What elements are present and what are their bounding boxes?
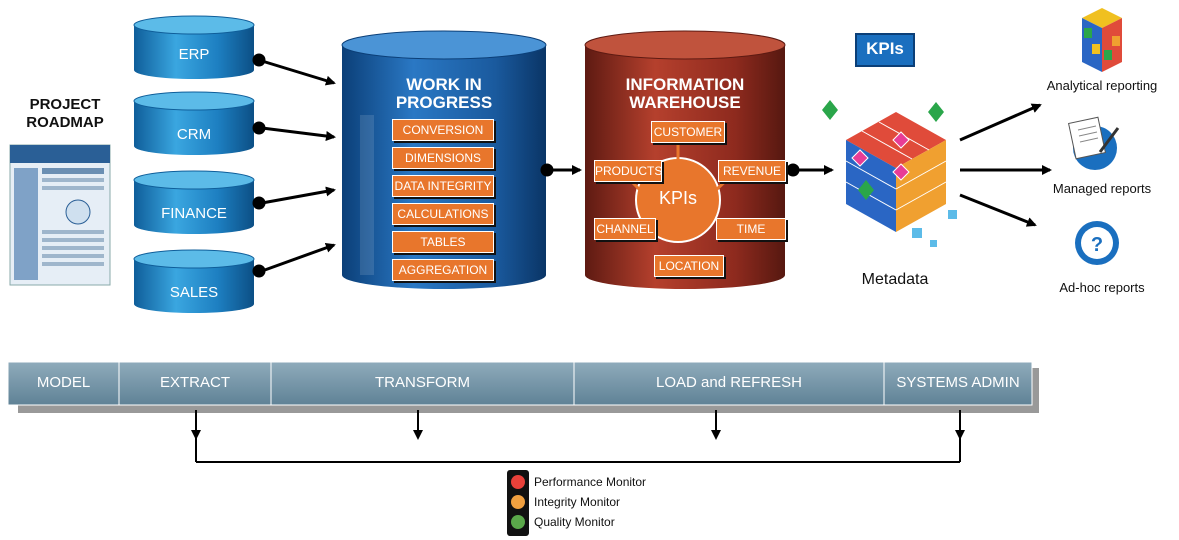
wip-step-data-integrity: DATA INTEGRITY [392,175,494,197]
phase-extract: EXTRACT [159,374,230,391]
managed-reports-icon [1067,116,1120,170]
wip-title-line1: WORK IN [406,75,482,94]
wip-step-dimensions: DIMENSIONS [392,147,494,169]
metadata-cube-icon [822,100,957,247]
phase-load-and-refresh: LOAD and REFRESH [656,374,802,391]
pipeline-connectors [540,163,834,177]
traffic-light-icon [507,470,529,536]
warehouse-dim-products: PRODUCTS [594,160,662,182]
warehouse-dim-channel: CHANNEL [594,218,656,240]
metadata-label: Metadata [861,271,929,288]
phase-bar [7,361,1039,413]
monitor-integrity: Integrity Monitor [534,495,621,509]
wip-title-line2: PROGRESS [395,93,493,112]
wip-step-conversion: CONVERSION [392,119,494,141]
roadmap-title-line2: ROADMAP [26,114,104,131]
output-managed-reports: Managed reports [1052,181,1152,196]
svg-text:?: ? [1091,234,1103,256]
warehouse-dim-location: LOCATION [654,255,724,277]
wip-step-calculations: CALCULATIONS [392,203,494,225]
output-arrows [959,103,1052,227]
wip-step-aggregation: AGGREGATION [392,259,494,281]
wip-title: WORK IN PROGRESS [342,76,546,112]
rubiks-cube-icon [1082,8,1122,72]
phase-systems-admin: SYSTEMS ADMIN [896,374,1020,391]
kpi-badge [855,33,915,67]
source-label-erp: ERP [178,46,210,63]
warehouse-title-line1: INFORMATION [625,75,745,94]
roadmap-document-image [9,144,111,286]
monitor-connectors [191,410,965,463]
monitor-performance: Performance Monitor [534,475,647,489]
warehouse-center-kpis: KPIs [658,188,697,208]
output-ad-hoc-reports: Ad-hoc reports [1059,280,1145,295]
source-label-sales: SALES [169,284,219,301]
roadmap-title: PROJECT ROADMAP [20,96,110,132]
monitor-quality: Quality Monitor [534,515,615,529]
warehouse-dim-revenue: REVENUE [718,160,786,182]
roadmap-title-line1: PROJECT [29,96,101,113]
source-cylinder-crm [133,91,255,155]
source-cylinder-sales [133,249,255,313]
warehouse-title: INFORMATION WAREHOUSE [585,76,785,112]
output-analytical-reporting: Analytical reporting [1046,78,1158,93]
phase-transform: TRANSFORM [375,374,470,391]
help-question-icon: ? [1075,221,1119,265]
wip-step-tables: TABLES [392,231,494,253]
source-label-finance: FINANCE [161,205,227,222]
warehouse-dim-customer: CUSTOMER [651,121,725,143]
warehouse-dim-time: TIME [716,218,786,240]
source-cylinder-finance [133,170,255,234]
source-connectors [252,53,336,278]
source-cylinder-erp [133,15,255,79]
kpi-badge-label: KPIs [866,39,904,58]
phase-model: MODEL [36,374,91,391]
source-label-crm: CRM [176,126,212,143]
warehouse-title-line2: WAREHOUSE [629,93,741,112]
